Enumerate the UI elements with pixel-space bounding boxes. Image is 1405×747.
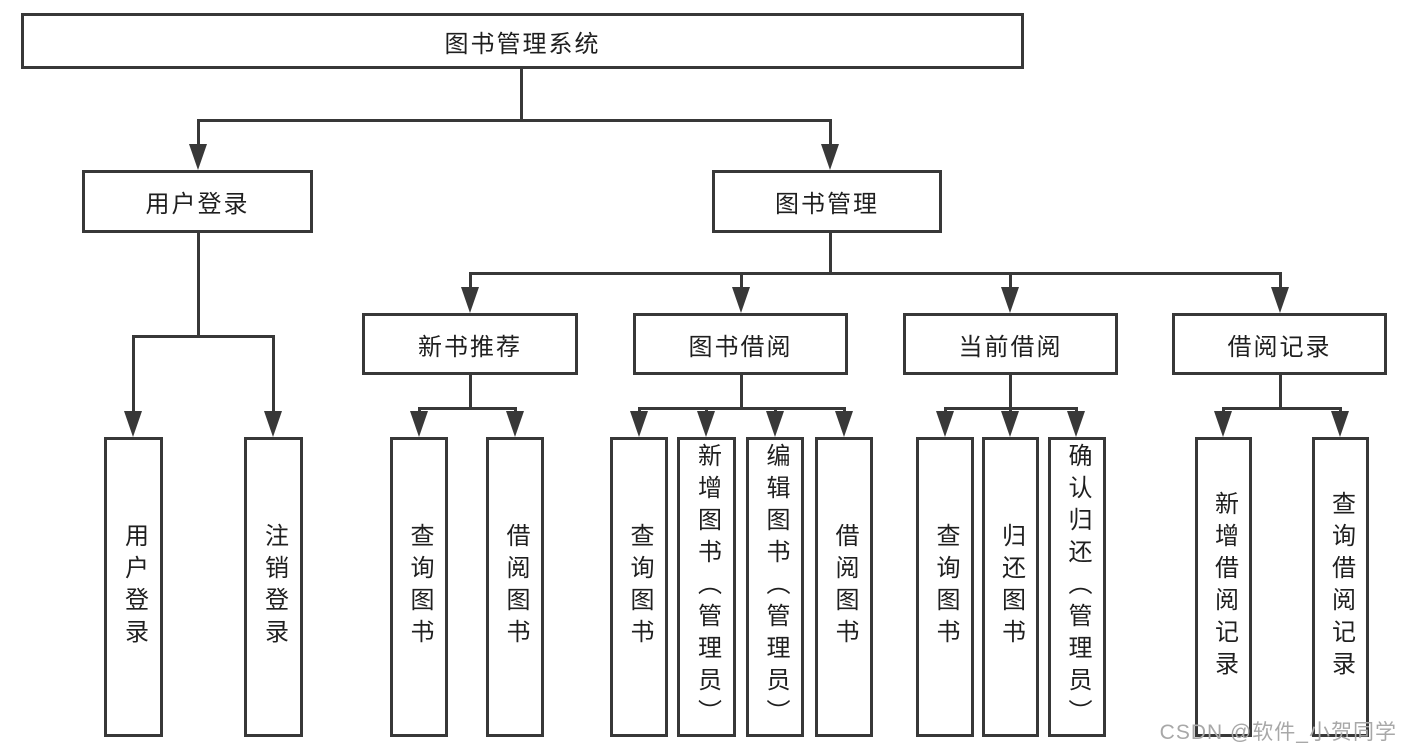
- connector-hline: [469, 272, 1282, 275]
- arrow-down-icon: [732, 287, 750, 313]
- leaf-label: 新增借阅记录: [1210, 491, 1238, 683]
- leaf-label: 查询图书: [932, 523, 959, 651]
- leaf-newbooks-query: 查询图书: [390, 437, 448, 737]
- arrow-down-icon: [410, 411, 428, 437]
- leaf-borrowing-borrow: 借阅图书: [815, 437, 873, 737]
- connector-vline: [829, 119, 832, 149]
- arrow-down-icon: [1001, 411, 1019, 437]
- connector-hline: [1222, 407, 1342, 410]
- node-current-borrowing-label: 当前借阅: [958, 333, 1063, 361]
- csdn-watermark: CSDN @软件_小贺同学: [1159, 721, 1397, 744]
- arrow-down-icon: [506, 411, 524, 437]
- leaf-label: 用户登录: [120, 523, 148, 651]
- node-book-management: 图书管理: [712, 170, 942, 233]
- leaf-borrowing-query: 查询图书: [610, 437, 668, 737]
- node-user-login: 用户登录: [82, 170, 313, 233]
- connector-hline: [132, 335, 275, 338]
- node-borrow-records-label: 借阅记录: [1227, 333, 1332, 361]
- leaf-newbooks-borrow: 借阅图书: [486, 437, 544, 737]
- arrow-down-icon: [189, 144, 207, 170]
- leaf-label: 查询借阅记录: [1327, 491, 1355, 683]
- node-borrow-records: 借阅记录: [1172, 313, 1387, 375]
- connector-hline: [197, 119, 831, 122]
- arrow-down-icon: [936, 411, 954, 437]
- node-user-login-label: 用户登录: [145, 191, 250, 218]
- arrow-down-icon: [264, 411, 282, 437]
- connector-vline: [829, 233, 832, 272]
- leaf-label: 借阅图书: [502, 523, 529, 651]
- connector-vline: [197, 233, 200, 335]
- leaf-records-query: 查询借阅记录: [1312, 437, 1369, 737]
- leaf-borrowing-add-admin: 新增图书（管理员）: [677, 437, 736, 737]
- connector-vline: [1009, 272, 1012, 290]
- connector-vline: [520, 69, 523, 119]
- leaf-label: 借阅图书: [831, 523, 858, 651]
- arrow-down-icon: [1067, 411, 1085, 437]
- leaf-label: 编辑图书（管理员）: [762, 443, 789, 731]
- connector-vline: [1279, 272, 1282, 290]
- arrow-down-icon: [766, 411, 784, 437]
- leaf-label: 查询图书: [406, 523, 433, 651]
- leaf-current-query: 查询图书: [916, 437, 974, 737]
- connector-vline: [469, 375, 472, 407]
- arrow-down-icon: [821, 144, 839, 170]
- arrow-down-icon: [630, 411, 648, 437]
- connector-vline: [132, 335, 135, 415]
- arrow-down-icon: [1271, 287, 1289, 313]
- node-book-management-label: 图书管理: [775, 191, 879, 218]
- leaf-label: 确认归还（管理员）: [1064, 443, 1091, 731]
- connector-vline: [740, 272, 743, 290]
- arrow-down-icon: [835, 411, 853, 437]
- connector-vline: [740, 375, 743, 407]
- node-root: 图书管理系统: [21, 13, 1024, 69]
- node-book-borrowing: 图书借阅: [633, 313, 848, 375]
- leaf-records-add: 新增借阅记录: [1195, 437, 1252, 737]
- connector-vline: [272, 335, 275, 415]
- leaf-user-login: 用户登录: [104, 437, 163, 737]
- node-book-borrowing-label: 图书借阅: [688, 333, 793, 361]
- connector-vline: [1279, 375, 1282, 407]
- connector-vline: [197, 119, 200, 149]
- node-new-books-label: 新书推荐: [418, 333, 522, 361]
- leaf-label: 查询图书: [626, 523, 653, 651]
- leaf-current-confirm-admin: 确认归还（管理员）: [1048, 437, 1106, 737]
- leaf-label: 新增图书（管理员）: [693, 443, 721, 731]
- connector-hline: [418, 407, 517, 410]
- leaf-logout: 注销登录: [244, 437, 303, 737]
- arrow-down-icon: [697, 411, 715, 437]
- arrow-down-icon: [1001, 287, 1019, 313]
- leaf-current-return: 归还图书: [982, 437, 1039, 737]
- arrow-down-icon: [461, 287, 479, 313]
- connector-vline: [469, 272, 472, 290]
- arrow-down-icon: [1331, 411, 1349, 437]
- node-current-borrowing: 当前借阅: [903, 313, 1118, 375]
- connector-hline: [638, 407, 846, 410]
- connector-vline: [1009, 375, 1012, 407]
- leaf-borrowing-edit-admin: 编辑图书（管理员）: [746, 437, 804, 737]
- leaf-label: 归还图书: [997, 523, 1025, 651]
- arrow-down-icon: [124, 411, 142, 437]
- leaf-label: 注销登录: [260, 523, 288, 651]
- node-root-label: 图书管理系统: [444, 30, 601, 58]
- arrow-down-icon: [1214, 411, 1232, 437]
- node-new-books: 新书推荐: [362, 313, 578, 375]
